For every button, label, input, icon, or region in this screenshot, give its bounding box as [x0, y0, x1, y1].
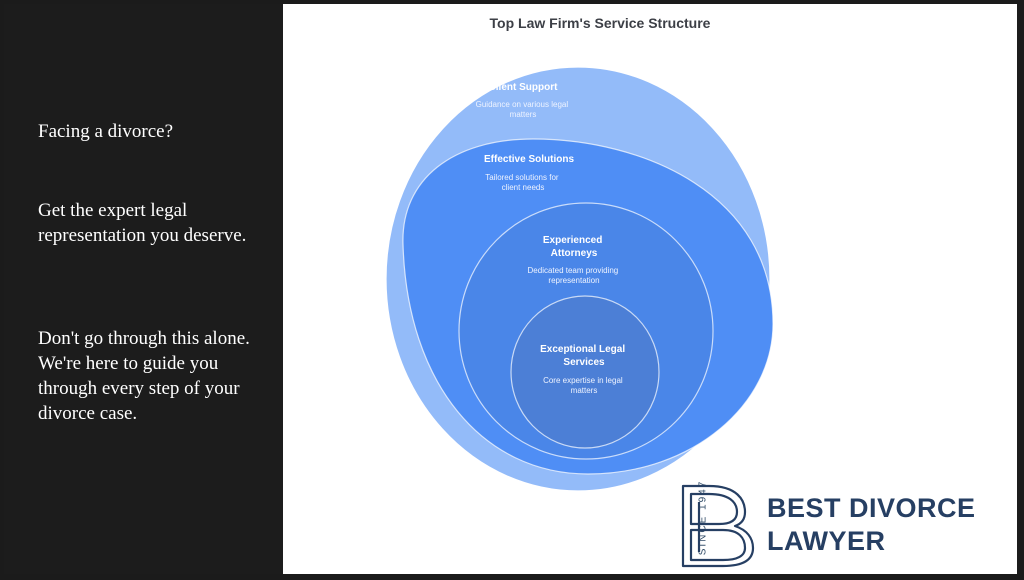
slide-canvas: Top Law Firm's Service Structure Client … — [283, 4, 1017, 574]
reassurance-text: Don't go through this alone. We're here … — [38, 328, 250, 424]
logo-monogram-icon — [681, 484, 755, 568]
label-effective-solutions-desc: Tailored solutions for client needs — [485, 173, 561, 192]
nested-circles-diagram: Client Support Guidance on various legal… — [385, 66, 774, 492]
label-exceptional-legal-services-title: Exceptional Legal Services — [540, 344, 628, 368]
layer-exceptional-legal-services — [510, 295, 660, 449]
logo-wordmark: BEST DIVORCE LAWYER — [767, 492, 976, 558]
label-exceptional-legal-services-desc: Core expertise in legal matters — [543, 376, 625, 395]
brand-logo: SINCE 1947 BEST DIVORCE LAWYER — [661, 478, 1011, 570]
diagram-title: Top Law Firm's Service Structure — [489, 15, 711, 31]
label-client-support-desc: Guidance on various legal matters — [476, 100, 571, 119]
left-text-panel: Facing a divorce? Get the expert legal r… — [4, 4, 282, 574]
value-proposition: Get the expert legal representation you … — [38, 200, 247, 246]
logo-line-2: LAWYER — [767, 526, 886, 556]
label-effective-solutions-title: Effective Solutions — [484, 154, 574, 165]
label-experienced-attorneys-title: Experienced Attorneys — [543, 235, 605, 259]
label-client-support-title: Client Support — [489, 82, 559, 93]
headline-question: Facing a divorce? — [38, 121, 174, 142]
label-experienced-attorneys-desc: Dedicated team providing representation — [528, 266, 621, 285]
logo-line-1: BEST DIVORCE — [767, 493, 976, 523]
